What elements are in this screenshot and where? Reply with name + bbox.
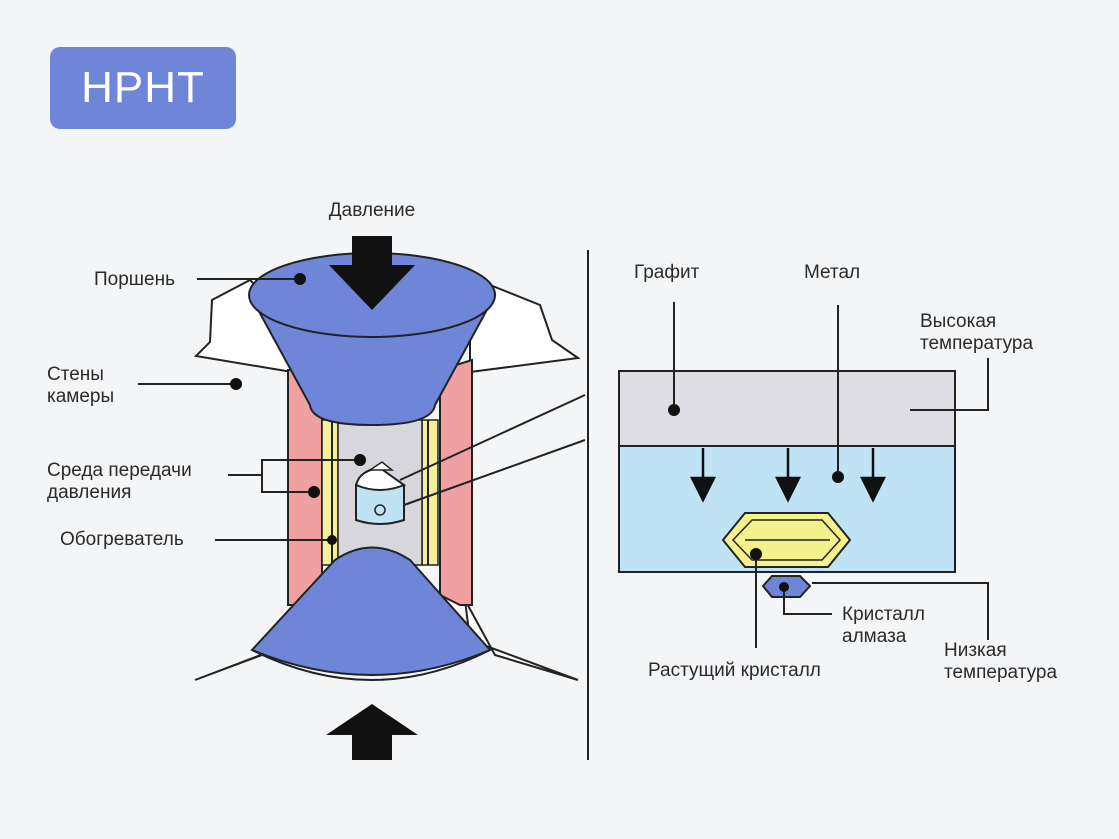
sample-capsule — [354, 461, 407, 525]
zoom-line-upper — [399, 394, 586, 481]
high-temp-leader — [910, 358, 989, 411]
pressure-label: Давление — [329, 200, 415, 221]
lower-piston — [250, 546, 492, 676]
diamond-crystal-leader — [783, 587, 832, 615]
growth-cell — [618, 370, 956, 598]
walls-dot — [230, 378, 242, 390]
diamond-crystal-line2: алмаза — [842, 626, 907, 647]
diamond-seed-dot — [779, 582, 789, 592]
chamber-wall-right-pink — [439, 358, 473, 606]
hpht-badge-label: HPHT — [81, 63, 205, 112]
heater-label: Обогреватель — [60, 529, 184, 550]
pressure-medium-right — [421, 419, 439, 566]
growing-crystal-label: Растущий кристалл — [648, 660, 821, 681]
walls-label-line1: Стены — [47, 364, 104, 385]
medium-label-line1: Среда передачи — [47, 460, 192, 481]
graphite-dot — [668, 404, 680, 416]
medium-label-line2: давления — [47, 482, 131, 503]
piston-dot — [294, 273, 306, 285]
lower-piston-bottom — [251, 649, 491, 681]
medium-dot-upper — [354, 454, 366, 466]
graphite-label: Графит — [634, 262, 700, 283]
hpht-badge: HPHT — [50, 47, 236, 129]
press-apparatus — [193, 236, 581, 760]
low-temp-line2: температура — [944, 662, 1057, 683]
heater-dot — [327, 535, 337, 545]
metal-dot — [832, 471, 844, 483]
medium-bracket-lower — [261, 475, 314, 493]
piston-label: Поршень — [94, 269, 175, 290]
zoom-line-lower — [403, 439, 586, 506]
diffusion-arrows — [689, 448, 887, 503]
low-temp-leader — [812, 582, 989, 640]
high-temp-line2: температура — [920, 333, 1033, 354]
pressure-arrow-down-icon — [329, 236, 415, 310]
medium-bracket — [228, 459, 360, 476]
high-temp-line1: Высокая — [920, 311, 996, 332]
walls-label-line2: камеры — [47, 386, 114, 407]
metal-label: Метал — [804, 262, 860, 283]
diamond-crystal-line1: Кристалл — [842, 604, 925, 625]
growing-crystal-dot — [750, 548, 762, 560]
medium-dot-lower — [308, 486, 320, 498]
low-temp-line1: Низкая — [944, 640, 1007, 661]
pressure-arrow-up-icon — [326, 704, 418, 760]
growing-crystal — [721, 512, 852, 568]
